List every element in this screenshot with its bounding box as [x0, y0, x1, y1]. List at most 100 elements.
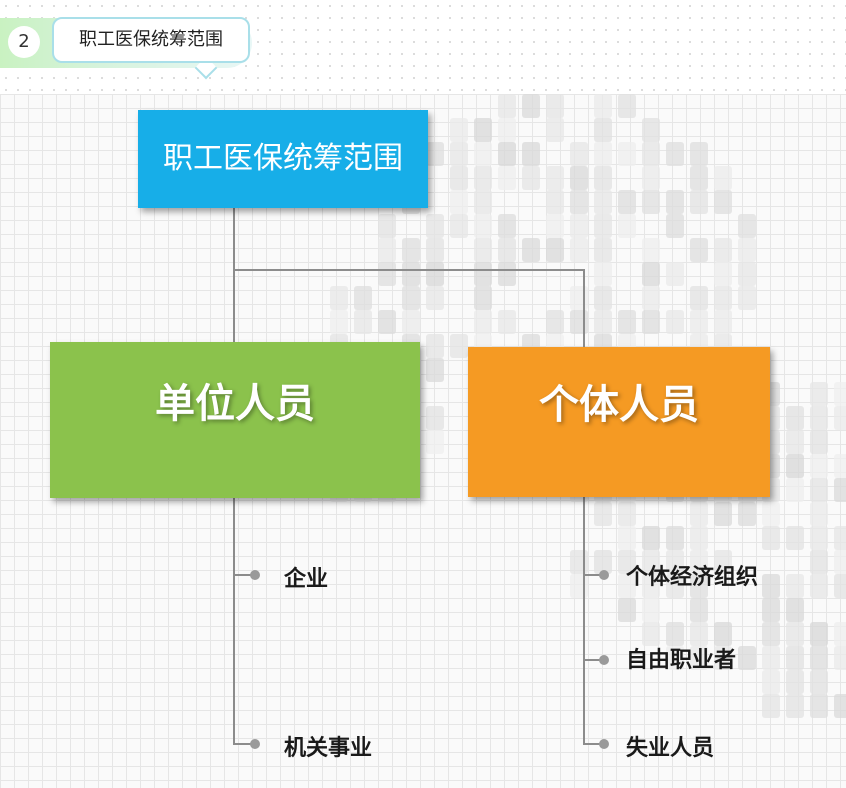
map-tile: [834, 406, 846, 430]
map-tile: [426, 358, 444, 382]
map-tile: [642, 142, 660, 166]
map-tile: [834, 550, 846, 574]
map-tile: [546, 238, 564, 262]
map-tile: [546, 214, 564, 238]
map-tile: [642, 262, 660, 286]
map-tile: [546, 166, 564, 190]
root-trunk-line: [233, 208, 585, 347]
map-tile: [738, 286, 756, 310]
map-tile: [450, 214, 468, 238]
map-tile: [834, 526, 846, 550]
map-tile: [402, 310, 420, 334]
map-tile: [498, 262, 516, 286]
map-tile: [690, 622, 708, 646]
map-tile: [594, 214, 612, 238]
map-tile: [642, 574, 660, 598]
map-tile: [474, 286, 492, 310]
bullet-dot: [250, 739, 260, 749]
map-tile: [714, 622, 732, 646]
map-tile: [570, 190, 588, 214]
map-tile: [474, 190, 492, 214]
map-tile: [810, 622, 828, 646]
unit-items-line: [233, 498, 244, 745]
map-tile: [714, 502, 732, 526]
map-tile: [834, 478, 846, 502]
leaf-item-unemployed: 失业人员: [626, 736, 715, 761]
map-tile: [522, 94, 540, 118]
map-tile: [618, 142, 636, 166]
map-tile: [714, 190, 732, 214]
map-tile: [690, 286, 708, 310]
map-tile: [810, 478, 828, 502]
map-tile: [642, 310, 660, 334]
map-tile: [762, 670, 780, 694]
branch-node-individual-staff: 个体人员: [468, 347, 770, 497]
map-tile: [762, 526, 780, 550]
map-tile: [810, 646, 828, 670]
map-tile: [786, 622, 804, 646]
map-tile: [402, 238, 420, 262]
map-tile: [642, 622, 660, 646]
map-tile: [810, 502, 828, 526]
map-tile: [426, 142, 444, 166]
map-tile: [786, 526, 804, 550]
map-tile: [762, 646, 780, 670]
map-tile: [354, 286, 372, 310]
map-tile: [762, 694, 780, 718]
map-tile: [786, 406, 804, 430]
map-tile: [474, 166, 492, 190]
map-tile: [642, 118, 660, 142]
indiv-items-line: [583, 497, 594, 745]
branch-node-unit-staff: 单位人员: [50, 342, 420, 498]
map-tile: [714, 646, 732, 670]
map-tile: [594, 262, 612, 286]
map-tile: [546, 310, 564, 334]
map-tile: [450, 190, 468, 214]
map-tile: [642, 550, 660, 574]
map-tile: [834, 574, 846, 598]
map-tile: [498, 94, 516, 118]
map-tile: [570, 142, 588, 166]
map-tile: [690, 310, 708, 334]
map-tile: [714, 166, 732, 190]
map-tile: [570, 166, 588, 190]
map-tile: [834, 694, 846, 718]
map-tile: [330, 286, 348, 310]
map-tile: [402, 286, 420, 310]
map-tile: [810, 382, 828, 406]
map-tile: [570, 214, 588, 238]
map-tile: [498, 310, 516, 334]
map-tile: [570, 238, 588, 262]
map-tile: [498, 118, 516, 142]
map-tile: [426, 430, 444, 454]
map-tile: [474, 118, 492, 142]
step-number: 2: [8, 26, 40, 58]
map-tile: [378, 262, 396, 286]
map-tile: [690, 526, 708, 550]
map-tile: [642, 598, 660, 622]
map-tile: [690, 550, 708, 574]
map-tile: [642, 166, 660, 190]
map-tile: [618, 190, 636, 214]
map-tile: [690, 646, 708, 670]
map-tile: [786, 574, 804, 598]
map-tile: [618, 526, 636, 550]
map-tile: [642, 286, 660, 310]
map-tile: [546, 94, 564, 118]
map-tile: [786, 478, 804, 502]
leaf-item-enterprise: 企业: [284, 567, 329, 592]
bullet-dot: [599, 739, 609, 749]
map-tile: [426, 262, 444, 286]
map-tile: [522, 142, 540, 166]
map-tile: [594, 94, 612, 118]
map-tile: [810, 694, 828, 718]
bullet-dot: [599, 570, 609, 580]
map-tile: [642, 238, 660, 262]
map-tile: [810, 406, 828, 430]
map-tile: [738, 646, 756, 670]
map-tile: [738, 238, 756, 262]
map-tile: [618, 214, 636, 238]
map-tile: [690, 598, 708, 622]
step-label: 职工医保统筹范围: [52, 17, 250, 63]
